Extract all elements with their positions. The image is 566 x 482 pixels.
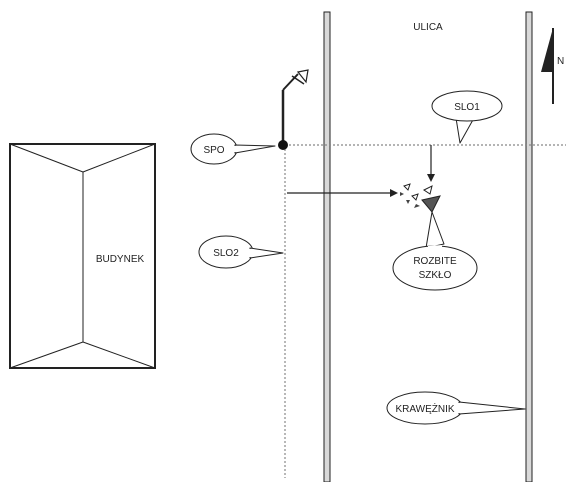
callout-curb [386, 391, 526, 425]
north-arrow-icon [541, 28, 554, 104]
callout-slo2 [198, 235, 284, 269]
broken-glass-icon [400, 183, 441, 213]
callout-broken-glass [392, 211, 478, 291]
callout-spo-label: SPO [203, 145, 224, 156]
horizontal-measure-arrow [287, 189, 398, 197]
callout-spo [190, 133, 276, 165]
callout-slo2-label: SLO2 [213, 248, 239, 259]
callout-curb-label: KRAWĘŻNIK [395, 402, 454, 415]
left-curb [323, 11, 331, 482]
callout-slo1 [431, 90, 503, 144]
street-label: ULICA [413, 22, 443, 33]
building-label: BUDYNEK [96, 254, 145, 265]
callout-broken-glass-line1: ROZBITE [413, 256, 457, 267]
building [9, 143, 156, 369]
right-curb [525, 11, 533, 482]
callout-broken-glass-line2: SZKŁO [419, 270, 452, 281]
callout-slo1-label: SLO1 [454, 102, 480, 113]
vertical-measure-arrow [427, 145, 435, 182]
reference-point [278, 140, 288, 150]
street-lamp-icon [281, 69, 309, 145]
north-label: N [557, 56, 564, 67]
